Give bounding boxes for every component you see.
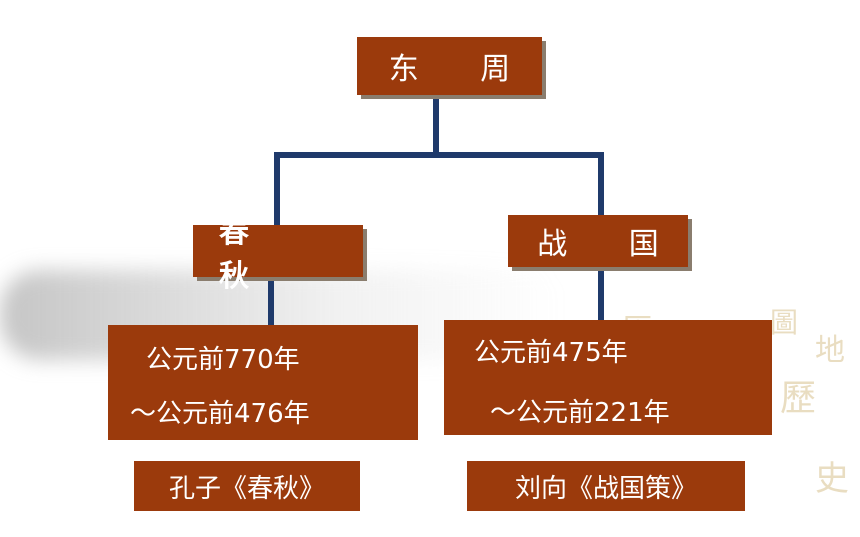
dates-chunqiu: 公元前770年 ～公元前476年 (108, 325, 418, 440)
watermark-glyph-6: 史 (815, 459, 849, 499)
node-zhanguo-label: 战 国 (537, 227, 685, 262)
watermark-glyph-4: 地 (815, 333, 845, 368)
book-zhanguo-label: 刘向《战国策》 (514, 473, 697, 504)
connector-horizontal (274, 152, 604, 158)
book-chunqiu: 孔子《春秋》 (134, 461, 360, 511)
node-dongzhou: 东 周 (357, 37, 542, 95)
dates-chunqiu-end: ～公元前476年 (130, 399, 310, 429)
connector-root-down (433, 95, 439, 155)
dates-zhanguo: 公元前475年 ～公元前221年 (444, 320, 772, 435)
watermark-glyph-2: 圖 (770, 306, 798, 339)
dates-zhanguo-end: ～公元前221年 (490, 398, 670, 428)
node-zhanguo: 战 国 (508, 215, 688, 267)
dates-zhanguo-start: 公元前475年 (474, 338, 628, 368)
node-chunqiu: 春 秋 (193, 215, 363, 294)
book-zhanguo: 刘向《战国策》 (467, 461, 745, 511)
connector-left-down (274, 152, 280, 227)
connector-right-to-dates (598, 265, 604, 320)
book-chunqiu-label: 孔子《春秋》 (168, 473, 325, 504)
node-chunqiu-label: 春 秋 (219, 215, 275, 294)
dates-chunqiu-start: 公元前770年 (146, 345, 300, 375)
connector-right-down (598, 152, 604, 217)
watermark-glyph-5: 歷 (780, 378, 816, 419)
node-dongzhou-label: 东 周 (388, 52, 537, 87)
connector-left-to-dates (268, 275, 274, 325)
